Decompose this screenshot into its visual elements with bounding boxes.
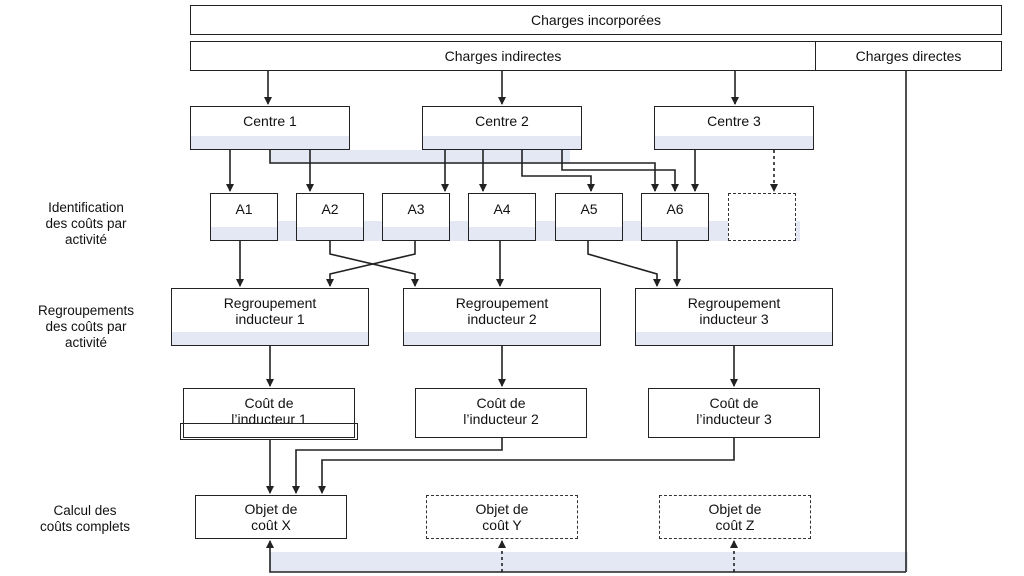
regroupement-3-label: Regroupement inducteur 3 (687, 295, 781, 327)
activity-placeholder-box (728, 193, 796, 241)
activity-a2-label: A2 (321, 201, 339, 217)
regroupement-1-box: Regroupement inducteur 1 (171, 288, 369, 346)
regroupement-3-box: Regroupement inducteur 3 (635, 288, 833, 346)
centre-3-label: Centre 3 (707, 113, 761, 129)
objet-cout-y-label: Objet de coût Y (475, 501, 529, 533)
cout-inducteur-2-box: Coût de l’inducteur 2 (415, 388, 587, 438)
activity-a5-box: A5 (555, 193, 623, 241)
cout-inducteur-1-label: Coût de l’inducteur 1 (231, 395, 307, 427)
activity-a1-box: A1 (210, 193, 278, 241)
centre-2-box: Centre 2 (422, 106, 582, 150)
regroupement-2-label: Regroupement inducteur 2 (455, 295, 549, 327)
objet-cout-y-box: Objet de coût Y (426, 495, 578, 539)
centre-2-label: Centre 2 (475, 113, 529, 129)
cout-inducteur-1-box: Coût de l’inducteur 1 (183, 388, 355, 438)
centre-distribution-strip (270, 150, 570, 164)
activity-a2-box: A2 (296, 193, 364, 241)
activity-a5-label: A5 (580, 201, 598, 217)
activity-a4-label: A4 (493, 201, 511, 217)
centre-1-box: Centre 1 (190, 106, 350, 150)
activity-a3-box: A3 (382, 193, 450, 241)
charges-directes-label: Charges directes (855, 48, 962, 64)
charges-indirectes-label: Charges indirectes (444, 48, 562, 64)
activity-a4-box: A4 (468, 193, 536, 241)
activity-a3-label: A3 (407, 201, 425, 217)
identification-label: Identification des coûts par activité (45, 200, 127, 247)
objet-cout-x-label: Objet de coût X (244, 501, 298, 533)
calcul-label: Calcul des coûts complets (39, 503, 131, 534)
cout-inducteur-1-overlay-frame (180, 423, 358, 440)
objet-cout-z-label: Objet de coût Z (708, 501, 762, 533)
activity-a6-label: A6 (666, 201, 684, 217)
charges-incorporees-label: Charges incorporées (531, 12, 661, 28)
charges-indirectes-band: Charges indirectes (190, 41, 816, 71)
charges-directes-band: Charges directes (815, 41, 1002, 71)
activity-a1-label: A1 (235, 201, 253, 217)
direct-charges-strip (270, 552, 908, 572)
charges-incorporees-band: Charges incorporées (190, 5, 1002, 35)
centre-1-label: Centre 1 (243, 113, 297, 129)
cout-inducteur-2-label: Coût de l’inducteur 2 (463, 395, 539, 427)
objet-cout-z-box: Objet de coût Z (659, 495, 811, 539)
cout-inducteur-3-label: Coût de l’inducteur 3 (696, 395, 772, 427)
regroupement-label: Regroupements des coûts par activité (37, 303, 135, 350)
regroupement-1-label: Regroupement inducteur 1 (223, 295, 317, 327)
cout-inducteur-3-box: Coût de l’inducteur 3 (648, 388, 820, 438)
objet-cout-x-box: Objet de coût X (195, 495, 347, 539)
activity-a6-box: A6 (641, 193, 709, 241)
centre-3-box: Centre 3 (654, 106, 814, 150)
regroupement-2-box: Regroupement inducteur 2 (403, 288, 601, 346)
